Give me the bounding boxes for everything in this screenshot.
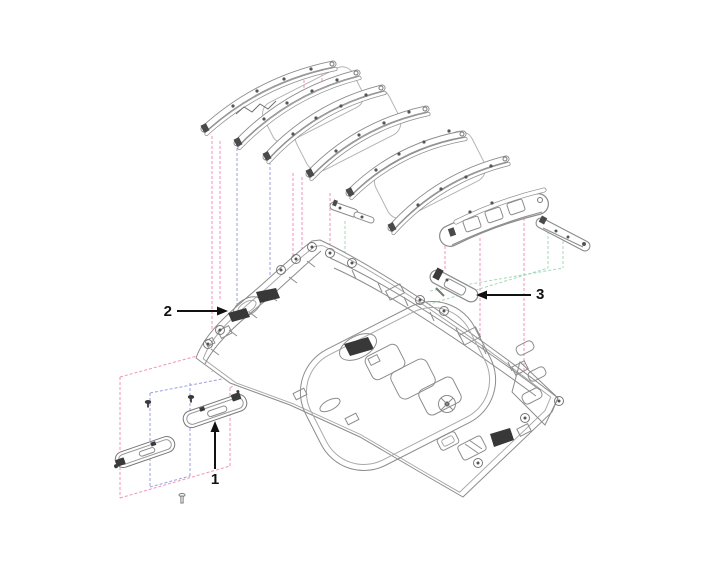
callout-label-1: 1 [210, 471, 220, 488]
callout-arrow-1 [210, 421, 220, 469]
roof-bow [200, 60, 338, 136]
visor-screw-pin [187, 395, 195, 403]
roof-bow [387, 155, 511, 235]
rear-roof-rail [439, 187, 549, 247]
roof-side-bracket-part3 [429, 267, 479, 303]
sun-visor-right [182, 389, 248, 429]
corner-rail-right [535, 215, 591, 252]
roof-bow [345, 129, 468, 200]
loose-screw [178, 493, 186, 504]
roof-bow [305, 105, 431, 181]
roof-bow [262, 84, 387, 164]
roof-bow [233, 69, 362, 150]
headliner-panel [195, 239, 564, 498]
callout-arrow-3 [476, 290, 531, 300]
callout-label-2: 2 [163, 303, 172, 320]
headliner-clips [203, 242, 564, 468]
headliner-outline [195, 239, 559, 498]
callout-label-3: 3 [536, 286, 545, 303]
callout-arrow-2 [177, 306, 228, 316]
small-corner-bracket-left [329, 199, 375, 224]
visor-screw-pin [144, 400, 152, 408]
sun-visor-left [114, 436, 176, 469]
roof-bows [200, 60, 511, 235]
